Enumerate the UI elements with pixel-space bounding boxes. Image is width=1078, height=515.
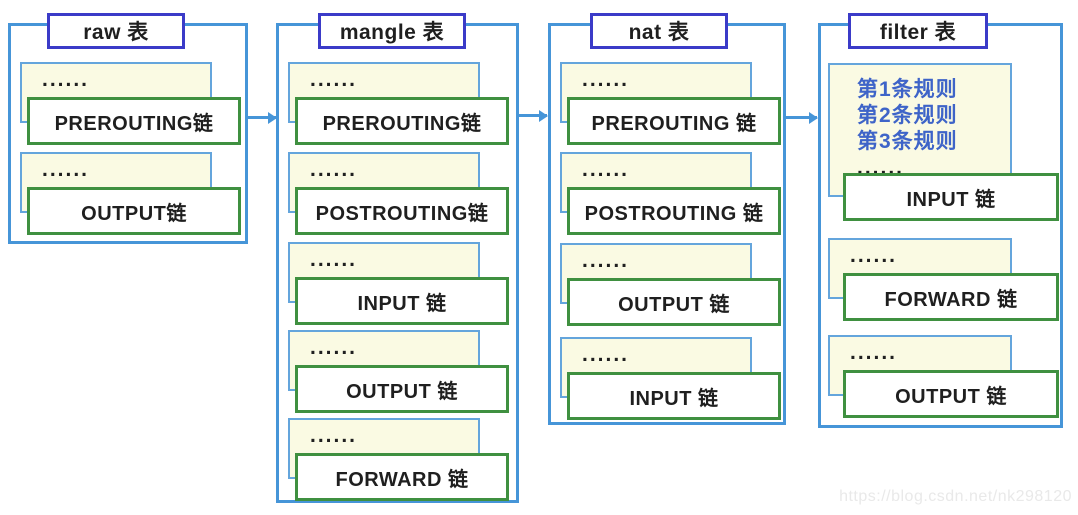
chain-box-nat-postrouting: POSTROUTING 链: [567, 187, 781, 235]
chain-group: ...... FORWARD 链: [279, 418, 516, 501]
chain-box-filter-input: INPUT 链: [843, 173, 1059, 221]
ellipsis-text: ......: [310, 68, 358, 91]
table-raw: raw 表 ...... PREROUTING链 ...... OUTPUT链: [8, 13, 248, 244]
chain-group: 第1条规则 第2条规则 第3条规则 ...... INPUT 链: [821, 63, 1060, 221]
chain-box-nat-output: OUTPUT 链: [567, 278, 781, 326]
chain-box-raw-output: OUTPUT链: [27, 187, 241, 235]
chain-group: ...... PREROUTING链: [11, 62, 245, 145]
chain-box-filter-output: OUTPUT 链: [843, 370, 1059, 418]
chain-group: ...... INPUT 链: [551, 337, 783, 420]
table-raw-title: raw 表: [47, 13, 185, 49]
ellipsis-text: ......: [582, 249, 630, 272]
ellipsis-text: ......: [42, 68, 90, 91]
chain-group: ...... OUTPUT链: [11, 152, 245, 235]
flow-arrow-nat-to-filter: [786, 116, 817, 119]
chain-box-mangle-postrouting: POSTROUTING链: [295, 187, 509, 235]
ellipsis-text: ......: [850, 244, 898, 267]
chain-box-mangle-output: OUTPUT 链: [295, 365, 509, 413]
rule-item: 第2条规则: [857, 104, 958, 127]
table-filter: filter 表 第1条规则 第2条规则 第3条规则 ...... INPUT …: [818, 13, 1063, 428]
chain-box-nat-prerouting: PREROUTING 链: [567, 97, 781, 145]
chain-box-mangle-prerouting: PREROUTING链: [295, 97, 509, 145]
chain-group: ...... PREROUTING链: [279, 62, 516, 145]
rule-item: 第1条规则: [857, 78, 958, 101]
ellipsis-text: ......: [310, 336, 358, 359]
ellipsis-text: ......: [582, 158, 630, 181]
ellipsis-text: ......: [310, 248, 358, 271]
chain-box-filter-forward: FORWARD 链: [843, 273, 1059, 321]
ellipsis-text: ......: [850, 341, 898, 364]
watermark-text: https://blog.csdn.net/nk298120: [839, 488, 1072, 505]
chain-group: ...... POSTROUTING链: [279, 152, 516, 235]
chain-group: ...... PREROUTING 链: [551, 62, 783, 145]
rule-item: 第3条规则: [857, 130, 958, 153]
ellipsis-text: ......: [310, 424, 358, 447]
chain-group: ...... OUTPUT 链: [551, 243, 783, 326]
table-filter-title: filter 表: [848, 13, 988, 49]
chain-box-raw-prerouting: PREROUTING链: [27, 97, 241, 145]
ellipsis-text: ......: [582, 343, 630, 366]
ellipsis-text: ......: [582, 68, 630, 91]
flow-arrow-raw-to-mangle: [248, 116, 276, 119]
chain-group: ...... OUTPUT 链: [279, 330, 516, 413]
table-mangle: mangle 表 ...... PREROUTING链 ...... POSTR…: [276, 13, 519, 503]
chain-box-nat-input: INPUT 链: [567, 372, 781, 420]
ellipsis-text: ......: [42, 158, 90, 181]
flow-arrow-mangle-to-nat: [519, 114, 547, 117]
chain-group: ...... FORWARD 链: [821, 238, 1060, 321]
table-mangle-title: mangle 表: [318, 13, 466, 49]
chain-group: ...... POSTROUTING 链: [551, 152, 783, 235]
rule-list: 第1条规则 第2条规则 第3条规则 ......: [857, 77, 958, 181]
chain-box-mangle-input: INPUT 链: [295, 277, 509, 325]
table-nat: nat 表 ...... PREROUTING 链 ...... POSTROU…: [548, 13, 786, 425]
ellipsis-text: ......: [310, 158, 358, 181]
chain-group: ...... INPUT 链: [279, 242, 516, 325]
chain-box-mangle-forward: FORWARD 链: [295, 453, 509, 501]
table-nat-title: nat 表: [590, 13, 728, 49]
chain-group: ...... OUTPUT 链: [821, 335, 1060, 418]
